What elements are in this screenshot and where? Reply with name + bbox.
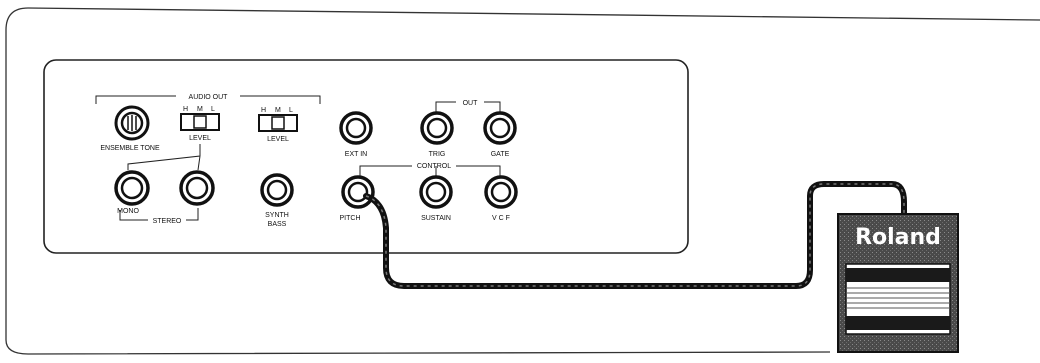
pitch-jack[interactable] (341, 175, 375, 209)
mono-label: MONO (117, 208, 139, 215)
roland-pedal[interactable] (837, 213, 959, 353)
roland-logo: Roland (855, 225, 941, 250)
trig-jack[interactable] (420, 111, 454, 145)
switch2-m: M (275, 107, 281, 114)
pitch-label: PITCH (340, 215, 361, 222)
level-switch-1[interactable] (180, 113, 220, 131)
vcf-jack[interactable] (484, 175, 518, 209)
audio-out-bracket: AUDIO OUT (95, 94, 321, 104)
stereo-jack[interactable] (179, 170, 215, 206)
switch1-level-label: LEVEL (189, 135, 211, 142)
out-label: OUT (463, 100, 479, 107)
sustain-jack[interactable] (419, 175, 453, 209)
control-label: CONTROL (417, 163, 451, 170)
control-bracket (359, 165, 501, 176)
stereo-label: STEREO (153, 218, 182, 225)
level-switch-2[interactable] (258, 114, 298, 132)
synth-bass-label-1: SYNTH (265, 212, 289, 219)
switch2-h: H (261, 107, 266, 114)
ensemble-tone-knob[interactable] (114, 105, 150, 141)
sustain-label: SUSTAIN (421, 215, 451, 222)
audio-out-label: AUDIO OUT (189, 94, 229, 101)
mono-jack[interactable] (114, 170, 150, 206)
out-bracket (435, 101, 501, 112)
vcf-label: V C F (492, 215, 510, 222)
switch1-l: L (211, 106, 215, 113)
ensemble-tone-label: ENSEMBLE TONE (100, 145, 160, 152)
pedal-stripe-top (846, 268, 950, 282)
switch1-h: H (183, 106, 188, 113)
switch2-l: L (289, 107, 293, 114)
switch-connector-line (127, 144, 201, 171)
switch1-m: M (197, 106, 203, 113)
pedal-cable (363, 181, 907, 289)
rear-panel (43, 59, 689, 254)
instrument-outline (5, 7, 1040, 355)
ext-in-label: EXT IN (345, 151, 367, 158)
trig-label: TRIG (429, 151, 446, 158)
ext-in-jack[interactable] (339, 111, 373, 145)
gate-jack[interactable] (483, 111, 517, 145)
synth-bass-jack[interactable] (260, 173, 294, 207)
stereo-bracket (119, 208, 199, 221)
synth-bass-label-2: BASS (268, 221, 287, 228)
pedal-stripe-bottom (846, 316, 950, 330)
switch2-level-label: LEVEL (267, 136, 289, 143)
gate-label: GATE (491, 151, 510, 158)
